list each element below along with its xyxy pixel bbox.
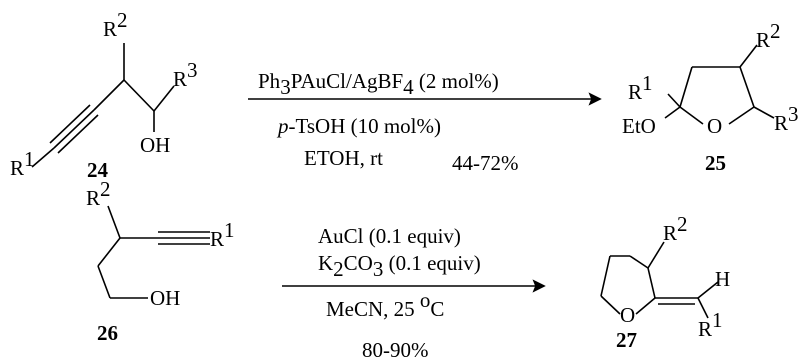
bond-c4-r2 [739, 44, 758, 68]
catalyst-text-2: AuCl (0.1 equiv) [318, 224, 461, 248]
bond-ch-r1-27 [697, 297, 709, 319]
solvent-text-2: MeCN, 25 oC [326, 288, 444, 321]
r1-label-27: R1 [698, 308, 723, 341]
bond-c2-oet [664, 106, 681, 119]
product-25: R1 R2 R3 EtO O 25 [622, 19, 799, 175]
compound-number-26: 26 [97, 321, 118, 345]
r3-label-25: R3 [774, 102, 799, 135]
yield-text-1: 44-72% [452, 151, 519, 175]
compound-number-27: 27 [616, 328, 637, 352]
ring-bond-c2-c3 [679, 66, 693, 108]
bond-choh-r3 [153, 85, 175, 112]
yield-text-2: 80-90% [362, 338, 429, 361]
ring-bond-o-ch2-27 [600, 295, 621, 315]
h-label-27: H [715, 267, 730, 291]
base-text-2: K2CO3 (0.1 equiv) [318, 251, 481, 281]
ring-bond-o-c2 [679, 106, 704, 125]
oh-label-24: OH [140, 133, 170, 157]
compound-number-25: 25 [705, 151, 726, 175]
conditions-reaction-2: AuCl (0.1 equiv) K2CO3 (0.1 equiv) MeCN,… [282, 224, 546, 361]
bond-ch-r2-26 [107, 205, 121, 239]
arrowhead-2 [532, 279, 546, 293]
r2-label-25: R2 [756, 19, 781, 52]
compound-number-24: 24 [87, 158, 109, 182]
alkyne-triple-bond-24 [49, 104, 99, 154]
r1-label-24: R1 [10, 147, 35, 180]
bond-c5-r3 [753, 106, 775, 119]
r1-label-26: R1 [210, 218, 235, 251]
bond-r1-alkyne [31, 147, 55, 168]
ring-bond-c4-c5 [739, 66, 755, 108]
bond-ch-ch2 [97, 237, 121, 267]
r2-label-24: R2 [103, 8, 128, 41]
conditions-reaction-1: Ph3PAuCl/AgBF4 (2 mol%) p-TsOH (10 mol%)… [248, 69, 602, 175]
ring-bond-ch2-ch-27 [629, 255, 649, 269]
ring-bond-ch-c-27 [647, 267, 656, 299]
catalyst-text-1: Ph3PAuCl/AgBF4 (2 mol%) [258, 69, 499, 99]
r1-label-25: R1 [628, 71, 653, 104]
bond-c2-r1 [667, 93, 681, 108]
reactant-26: R2 R1 OH 26 [86, 177, 235, 345]
exocyclic-double-bond-27 [655, 297, 698, 305]
bond-ch2-ch2 [97, 265, 111, 299]
product-27: R2 H R1 O 27 [600, 212, 730, 352]
eto-label-25: EtO [622, 114, 656, 138]
alkyne-triple-bond-26 [120, 231, 210, 245]
ring-oxygen-27: O [620, 303, 635, 327]
arrowhead-1 [588, 92, 602, 106]
ring-bond-ch2-ch2b-27 [600, 255, 611, 297]
ring-bond-c-o-27 [635, 297, 656, 315]
bond-ch-r2-27 [647, 241, 665, 269]
reactant-24: R2 R3 R1 OH 24 [10, 8, 198, 182]
ring-oxygen-25: O [707, 114, 722, 138]
r3-label-24: R3 [173, 58, 198, 91]
bond-alkyne-ch [93, 79, 125, 111]
r2-label-27: R2 [663, 212, 688, 245]
ring-bond-c5-o [728, 106, 755, 125]
bond-ch-h-27 [697, 281, 719, 299]
r2-label-26: R2 [86, 177, 111, 210]
solvent-text-1: ETOH, rt [304, 146, 383, 170]
bond-ch-choh [123, 79, 155, 112]
oh-label-26: OH [150, 286, 180, 310]
acid-text-1: p-TsOH (10 mol%) [276, 114, 441, 138]
